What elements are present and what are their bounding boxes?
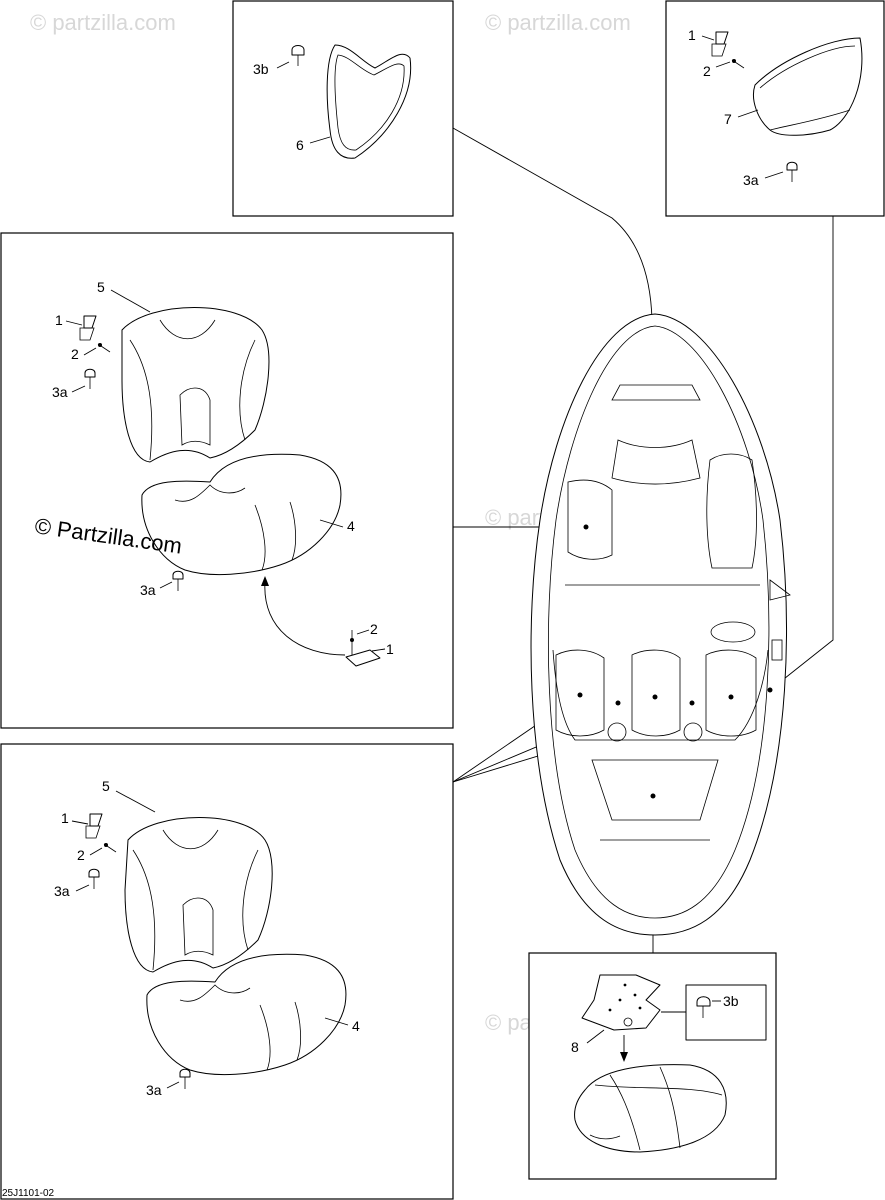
callout-3a-set-1-base: 3a: [140, 582, 156, 598]
callout-7: 7: [724, 111, 732, 127]
callout-3a-set-1-back: 3a: [52, 384, 68, 400]
box-seat-set-2: 5 1 2 3a 4 3a: [0, 743, 454, 1200]
callout-4-set-1: 4: [347, 518, 355, 534]
callout-3b: 3b: [253, 61, 269, 77]
callout-3a-set-2-base: 3a: [146, 1082, 162, 1098]
callout-4-set-2: 4: [352, 1018, 360, 1034]
callout-5-set-1: 5: [97, 279, 105, 295]
callout-3a-set-2-back: 3a: [54, 883, 70, 899]
callout-1-set-1-clip: 1: [386, 641, 394, 657]
watermark-top-center: © partzilla.com: [485, 10, 631, 35]
callout-8: 8: [571, 1039, 579, 1055]
watermark-top-left: © partzilla.com: [30, 10, 176, 35]
box-storage-cover: 3b 8: [528, 952, 777, 1180]
callout-5-set-2: 5: [102, 778, 110, 794]
callout-1-set-1: 1: [55, 312, 63, 328]
box-front-seat: 1 2 7 3a: [665, 0, 885, 217]
callout-6: 6: [296, 137, 304, 153]
diagram-reference: 25J1101-02: [2, 1188, 55, 1199]
callout-1-top: 1: [688, 27, 696, 43]
box-seat-set-1: 5 1 2 3a 4 3a 2 1: [0, 232, 454, 729]
callout-3b-cover: 3b: [723, 993, 739, 1009]
callout-2-set-1: 2: [71, 346, 79, 362]
callout-2-set-2: 2: [77, 847, 85, 863]
callout-2-top: 2: [703, 63, 711, 79]
callout-3a-top: 3a: [743, 172, 759, 188]
callout-2-set-1-clip: 2: [370, 621, 378, 637]
box-knee-pad: 3b 6: [232, 0, 454, 217]
callout-1-set-2: 1: [61, 810, 69, 826]
watercraft-hull: [530, 313, 791, 936]
